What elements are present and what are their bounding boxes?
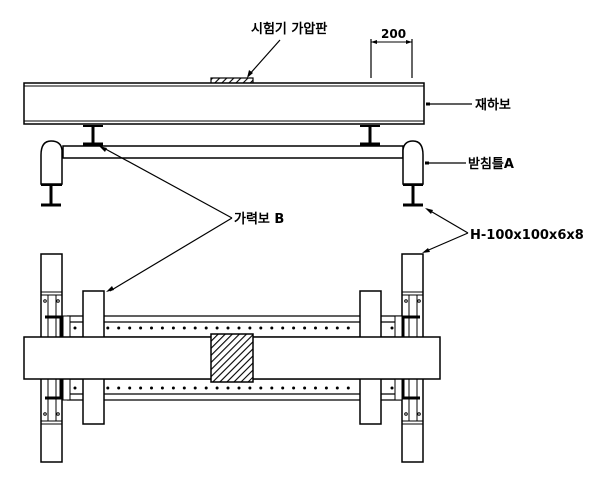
bolt-hole [248, 386, 252, 390]
bolt-hole [193, 326, 197, 330]
bolt-hole [106, 386, 110, 390]
bolt-hole [281, 326, 285, 330]
test-machine-plate-plan [210, 333, 254, 383]
bolt-hole [128, 386, 132, 390]
bolt-hole [73, 326, 77, 330]
bolt-hole [314, 386, 317, 390]
dimension-label: 200 [381, 27, 406, 41]
bolt-row-bottom [73, 386, 394, 390]
bolt-hole [270, 386, 274, 390]
bolt-hole [324, 326, 328, 330]
bolt-hole [292, 326, 296, 330]
bolt-hole [281, 386, 285, 390]
leader-h-section: H-100x100x6x8 [422, 208, 584, 253]
bolt-hole [139, 386, 143, 390]
bolt-hole [390, 326, 394, 330]
bolt-hole [226, 326, 230, 330]
dimension-200: 200 [370, 27, 413, 78]
bolt-hole [346, 326, 350, 330]
h-post-left [83, 125, 103, 146]
bolt-hole [215, 326, 219, 330]
bolt-hole [150, 326, 153, 330]
bolt-hole [292, 386, 296, 390]
bolt-hole [335, 386, 339, 390]
label-force-beam: 가력보 B [234, 212, 284, 227]
bolt-hole [390, 386, 394, 390]
bolt-hole [160, 386, 164, 390]
bolt-hole [204, 386, 208, 390]
support-frame-left [40, 140, 63, 207]
bolt-hole [215, 386, 219, 390]
leader-loading-beam: 재하보 [426, 97, 511, 113]
label-support-frame: 받침틀A [468, 156, 514, 172]
bolt-hole [335, 326, 339, 330]
bolt-hole [182, 326, 186, 330]
bolt-hole [171, 326, 175, 330]
label-test-plate: 시험기 가압판 [251, 21, 327, 37]
bolt-hole [303, 326, 307, 330]
bolt-hole [150, 386, 153, 390]
bolt-hole [237, 326, 241, 330]
leader-test-plate: 시험기 가압판 [247, 21, 327, 78]
label-h-section: H-100x100x6x8 [470, 228, 584, 243]
bolt-hole [182, 386, 186, 390]
bolt-hole [117, 326, 121, 330]
leader-support-frame: 받침틀A [425, 156, 514, 172]
loading-beam [23, 82, 425, 125]
bolt-hole [237, 386, 241, 390]
leader-force-beam: 가력보 B [99, 145, 284, 292]
bolt-hole [139, 326, 143, 330]
bolt-hole [248, 326, 252, 330]
bolt-hole [270, 326, 274, 330]
bolt-hole [314, 326, 317, 330]
bolt-hole [303, 386, 307, 390]
bolt-row-top [73, 326, 394, 330]
support-frame-right [402, 140, 424, 207]
bolt-hole [259, 386, 263, 390]
bolt-hole [324, 386, 328, 390]
bolt-hole [171, 386, 175, 390]
h-column-left [40, 253, 71, 463]
bolt-hole [106, 326, 110, 330]
bolt-hole [346, 386, 350, 390]
elevation-view: 200 시험기 가압판 재하보 받침틀A 가력보 B [23, 21, 584, 292]
force-beam-elevation [62, 145, 404, 159]
plan-view [23, 253, 441, 463]
label-loading-beam: 재하보 [475, 97, 511, 113]
bolt-hole [160, 326, 164, 330]
bolt-hole [204, 326, 208, 330]
bolt-hole [226, 386, 230, 390]
bolt-hole [128, 326, 132, 330]
bolt-hole [117, 386, 121, 390]
bolt-hole [73, 386, 77, 390]
h-post-right [360, 125, 380, 146]
bolt-hole [259, 326, 263, 330]
bolt-hole [193, 386, 197, 390]
